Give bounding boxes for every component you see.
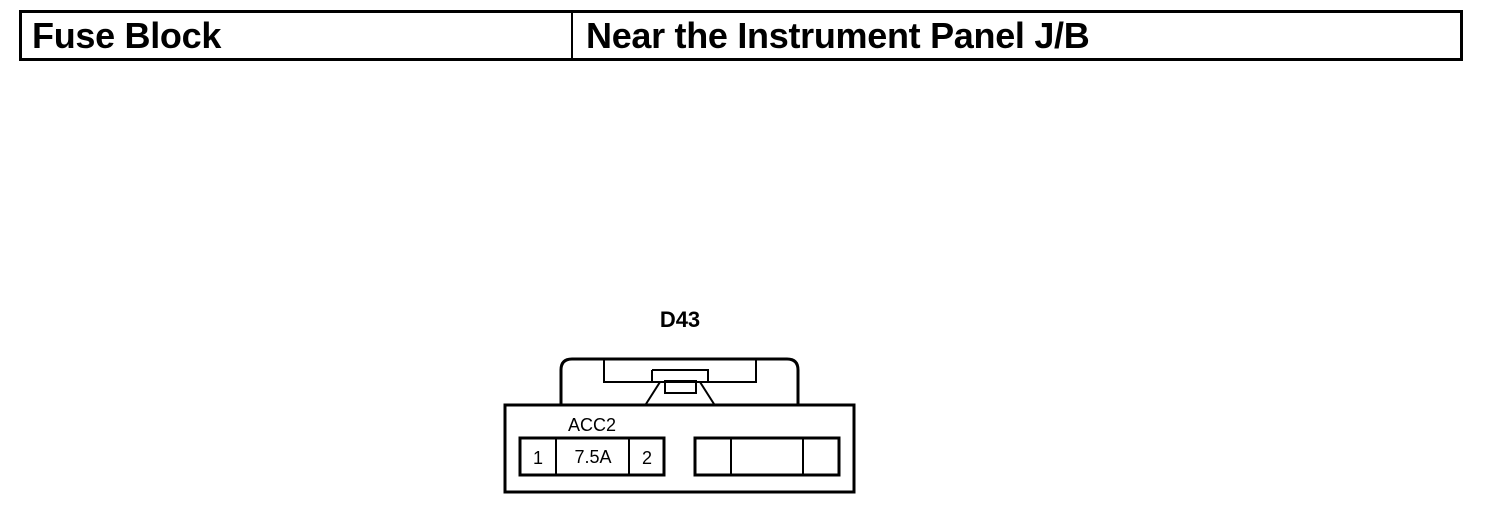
connector-body bbox=[503, 403, 856, 494]
connector-id-label: D43 bbox=[660, 307, 700, 332]
header-table: Fuse Block Near the Instrument Panel J/B bbox=[19, 10, 1463, 61]
fuse-block-label: Fuse Block bbox=[22, 13, 573, 58]
lock-tab-window bbox=[664, 380, 697, 394]
fuse-rating-label: 7.5A bbox=[574, 447, 611, 467]
terminal-1-label: 1 bbox=[533, 448, 543, 468]
fuse-block-location: Near the Instrument Panel J/B bbox=[586, 14, 1090, 56]
empty-fuse-slot bbox=[693, 436, 841, 477]
lock-tab bbox=[645, 369, 715, 405]
fuse-name-label: ACC2 bbox=[568, 415, 616, 435]
terminal-2-label: 2 bbox=[642, 448, 652, 468]
fuse-slot-acc2 bbox=[518, 436, 666, 477]
